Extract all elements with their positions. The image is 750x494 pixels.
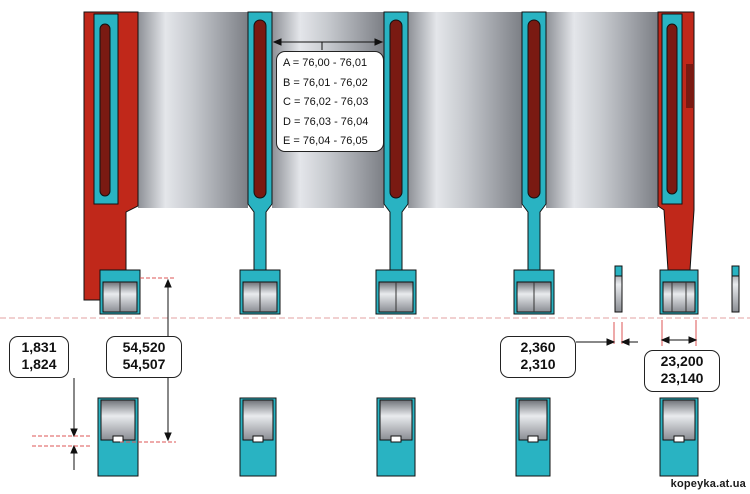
grade-e: E = 76,04 - 76,05 [283, 135, 368, 147]
lower-cap-2 [239, 397, 277, 477]
grade-a: A = 76,00 - 76,01 [283, 57, 368, 69]
grade-d: D = 76,03 - 76,04 [283, 115, 369, 128]
thrust-bearing-width-callout: 23,200 23,140 [644, 350, 720, 392]
lower-cap-3 [376, 397, 416, 477]
main-bearing-1 [99, 269, 141, 315]
lower-bearing-caps [97, 397, 699, 477]
lower-cap-5 [659, 397, 699, 477]
thrust-width-min: 23,140 [660, 370, 704, 386]
grade-c: C = 76,02 - 76,03 [283, 96, 369, 108]
main-bearing-caps [99, 265, 740, 315]
thrust-washer-max: 2,360 [520, 339, 556, 355]
main-bearing-2 [239, 269, 281, 315]
thrust-washer-thickness-callout: 2,360 2,310 [500, 336, 576, 378]
shell-thickness-callout: 1,831 1,824 [9, 336, 69, 378]
main-bearing-4 [513, 269, 555, 315]
thrust-washer-min: 2,310 [520, 356, 556, 372]
thrust-width-max: 23,200 [660, 353, 704, 369]
main-bearing-5-thrust [659, 269, 699, 315]
watermark: kopeyka.at.ua [670, 478, 746, 490]
shell-thickness-max: 1,831 [21, 339, 57, 355]
block-left-end [83, 11, 139, 301]
lower-cap-4 [515, 397, 551, 477]
main-bearing-3 [375, 269, 417, 315]
bore-size-grades-callout: A = 76,00 - 76,01 B = 76,01 - 76,02 C = … [276, 51, 384, 152]
cylinder-bore-1 [138, 12, 248, 208]
lower-cap-1 [97, 397, 139, 477]
bulkhead-3 [521, 11, 547, 271]
bulkhead-2 [383, 11, 409, 271]
cylinder-bore-4 [546, 12, 658, 208]
bulkhead-1 [247, 11, 273, 271]
block-right-end [657, 11, 695, 271]
thrust-washers [614, 265, 740, 313]
grade-b: B = 76,01 - 76,02 [283, 76, 368, 89]
bearing-bore-min: 54,507 [122, 356, 166, 372]
bearing-bore-max: 54,520 [122, 339, 166, 355]
shell-thickness-min: 1,824 [21, 356, 57, 372]
bulkheads [247, 11, 547, 271]
cylinder-bore-3 [408, 12, 522, 208]
bearing-bore-diameter-callout: 54,520 54,507 [106, 336, 182, 378]
